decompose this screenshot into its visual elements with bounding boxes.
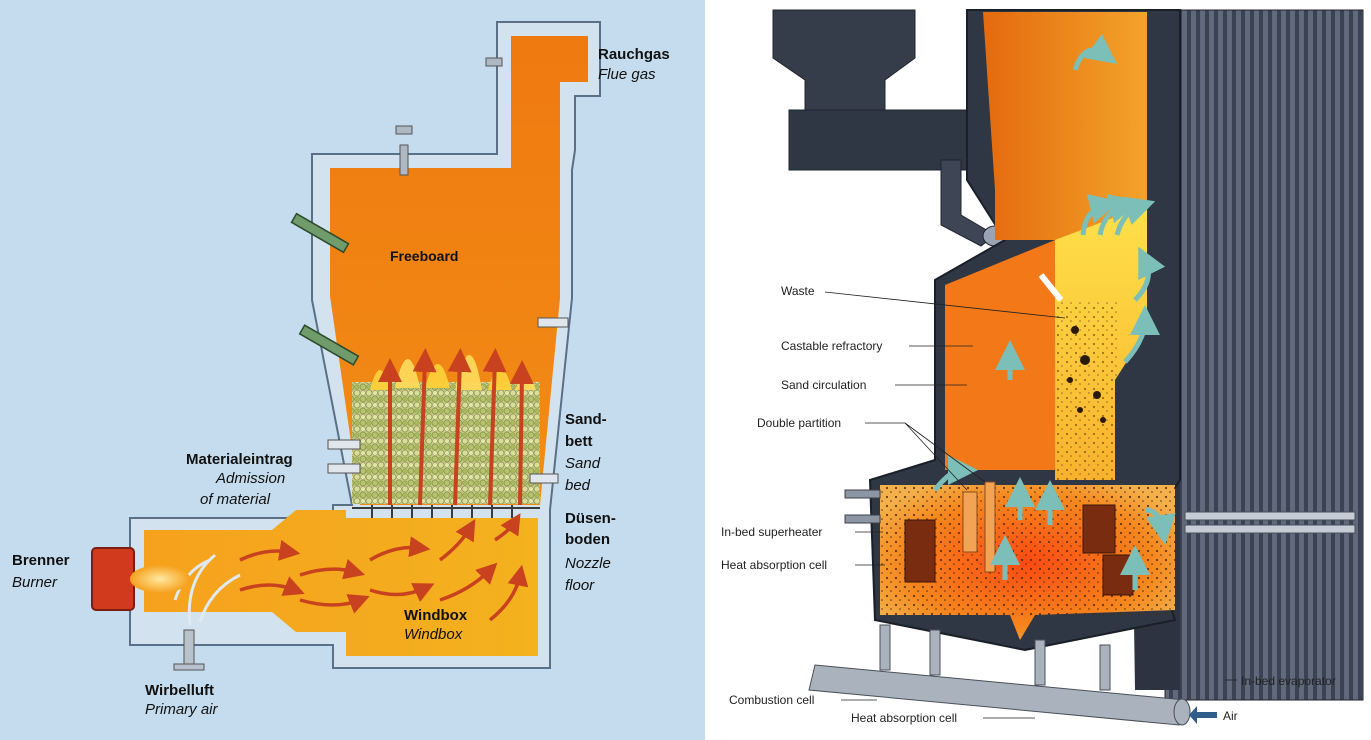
nozzle-floor-label-en-1: Nozzle <box>565 555 611 572</box>
sand-bed-label-en-1: Sand <box>565 455 601 472</box>
burner-flame <box>130 565 190 593</box>
superheater-pipes <box>844 489 881 524</box>
flue-gas-label-de: Rauchgas <box>598 46 670 63</box>
sand-circulation-label: Sand circulation <box>781 378 867 392</box>
double-partition-label: Double partition <box>757 416 842 430</box>
sand-bed-label-de-2: bett <box>565 433 593 450</box>
burner-label-de: Brenner <box>12 552 70 569</box>
burner-label-en: Burner <box>12 574 58 591</box>
sand-bed-label-en-2: bed <box>565 477 591 494</box>
upper-shaft <box>983 12 1147 240</box>
nozzle-floor-label-de-1: Düsen- <box>565 510 616 527</box>
primary-air-label-en: Primary air <box>145 701 218 718</box>
sand-bed-label-de-1: Sand- <box>565 411 607 428</box>
nozzle-floor <box>352 505 540 518</box>
nozzle-floor-label-en-2: floor <box>565 577 595 594</box>
double-partitions <box>962 481 996 573</box>
windbox-label-en: Windbox <box>404 626 463 643</box>
primary-air-label-de: Wirbelluft <box>145 682 215 699</box>
primary-air-arrows <box>173 553 241 626</box>
waste-label: Waste <box>781 284 815 298</box>
castable-refractory-label: Castable refractory <box>781 339 883 353</box>
flow-arrows <box>933 34 1176 590</box>
heat-absorption-cell-upper-label: Heat absorption cell <box>721 558 828 572</box>
in-bed-evaporator-label: In-bed evaporator <box>1241 674 1336 688</box>
admission-label-en-2: of material <box>200 491 271 508</box>
admission-label-en-1: Admission <box>216 470 286 487</box>
sand-bed <box>352 382 540 504</box>
air-arrow <box>1189 706 1217 724</box>
internally-circulating-fluidized-bed-diagram: Waste Castable refractory Sand circulati… <box>705 0 1371 740</box>
material-admission-ports <box>327 317 569 484</box>
left-diagram-graphic <box>91 21 601 671</box>
primary-air-pipe <box>183 629 195 669</box>
air-header <box>808 624 1191 726</box>
waste-hopper <box>772 9 1008 247</box>
right-diagram-graphic <box>772 9 1364 726</box>
nozzle-floor-label-de-2: boden <box>565 531 610 548</box>
windbox-label-de: Windbox <box>404 607 468 624</box>
heat-absorption-cell-lower-label: Heat absorption cell <box>851 711 958 725</box>
evaporator-tube-bank <box>1164 9 1364 701</box>
bubbling-fluidized-bed-diagram: Rauchgas Flue gas Freeboard Materialeint… <box>0 0 705 740</box>
burner <box>91 547 135 611</box>
side-pipes <box>290 212 360 366</box>
heat-absorption-cells <box>904 504 1134 596</box>
air-label: Air <box>1223 709 1238 723</box>
windbox-air-arrows <box>239 513 529 622</box>
hot-gas-arrows <box>378 348 534 506</box>
admission-label-de: Materialeintrag <box>186 451 293 468</box>
combustion-cell-label: Combustion cell <box>729 693 815 707</box>
flue-gas-label-en: Flue gas <box>598 66 656 83</box>
windbox-chamber <box>144 510 538 656</box>
freeboard-label: Freeboard <box>390 248 459 264</box>
leader-lines <box>824 291 1237 719</box>
in-bed-superheater-label: In-bed superheater <box>721 525 823 539</box>
sand-particles <box>1067 326 1106 423</box>
